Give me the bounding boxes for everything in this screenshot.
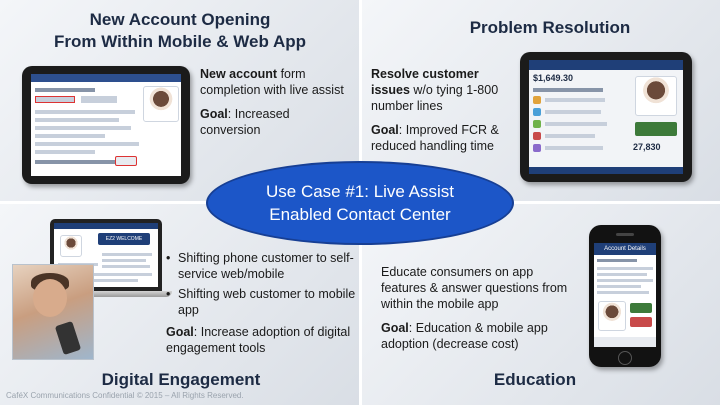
tablet-screen-banking: $1,649.30 27,830 <box>529 60 683 174</box>
title-digital-engagement: Digital Engagement <box>101 370 261 389</box>
bullets-digital-engagement: Shifting phone customer to self-service … <box>166 250 356 356</box>
footer-confidential: CaféX Communications Confidential © 2015… <box>6 391 244 400</box>
title-education: Education <box>493 370 577 389</box>
screen-header: Account Details <box>594 243 656 255</box>
screen-count: 27,830 <box>633 142 661 152</box>
phone-screen: Account Details <box>594 243 656 347</box>
tablet-problem-resolution: $1,649.30 27,830 <box>520 52 692 182</box>
desc-education: Educate consumers on app features & answ… <box>381 265 568 351</box>
agent-avatar <box>143 86 179 122</box>
bullet-item: Shifting web customer to mobile app <box>166 286 356 318</box>
tablet-screen-form <box>31 74 181 176</box>
agent-avatar <box>635 76 677 116</box>
smartphone-education: Account Details <box>589 225 661 367</box>
bullet-item: Shifting phone customer to self-service … <box>166 250 356 282</box>
desc-new-account: New account form completion with live as… <box>200 67 344 137</box>
title-new-account: New Account Opening From Within Mobile &… <box>54 10 306 51</box>
photo-person-with-phone <box>12 264 94 360</box>
center-use-case-ellipse: Use Case #1: Live Assist Enabled Contact… <box>206 161 514 245</box>
desc-problem-resolution: Resolve customer issues w/o tying 1-800 … <box>371 67 499 153</box>
tablet-new-account <box>22 66 190 184</box>
title-problem-resolution: Problem Resolution <box>469 18 631 37</box>
screen-balance: $1,649.30 <box>533 73 574 83</box>
screen-banner: EZ2 WELCOME <box>98 233 150 245</box>
laptop-base <box>40 291 172 297</box>
goal-digital-engagement: Goal: Increase adoption of digital engag… <box>166 325 351 355</box>
